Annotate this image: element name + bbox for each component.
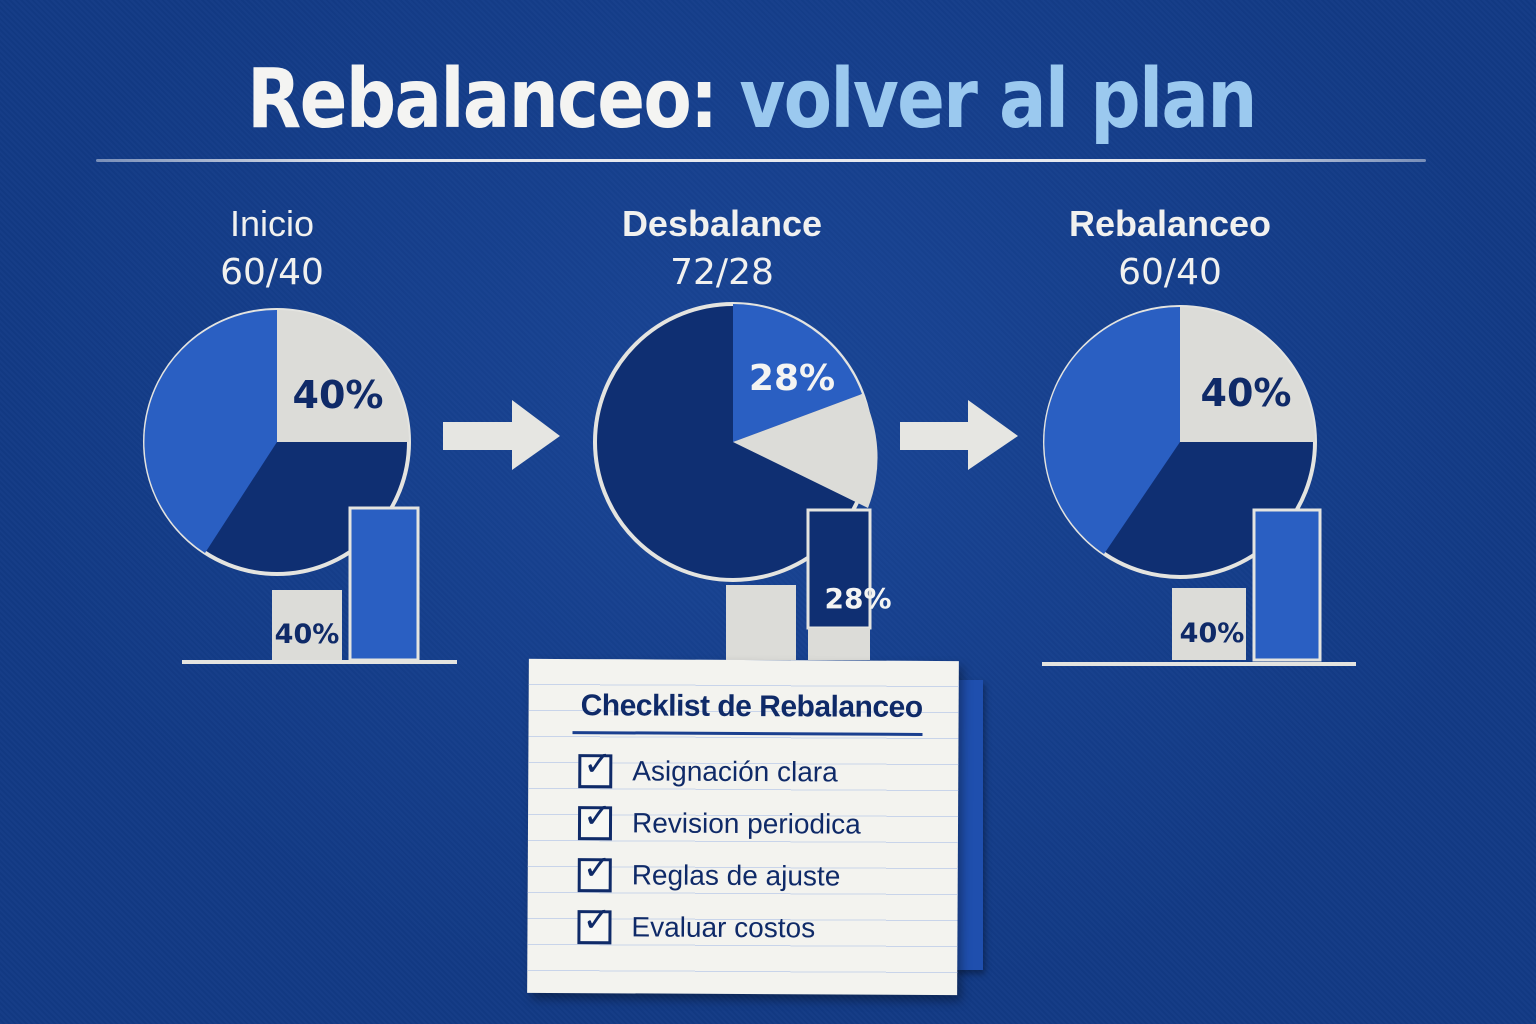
bar-value-label: 28%	[824, 582, 891, 615]
bars-inicio: 40%	[182, 506, 457, 664]
checklist-item: ✓ Revision periodica	[577, 796, 861, 844]
checkbox: ✓	[577, 900, 612, 945]
pie-slice-light	[733, 394, 878, 508]
checklist-title-underline	[572, 731, 923, 736]
stage-inicio-heading: Inicio 60/40	[92, 200, 452, 298]
checklist-tab	[955, 680, 983, 970]
stage-desbalance-heading: Desbalance 72/28	[542, 200, 902, 298]
stage-ratio: 72/28	[670, 252, 774, 293]
checkmark-icon: ✓	[583, 744, 612, 785]
pie-slice-blue	[144, 309, 277, 553]
bar-light	[1172, 588, 1246, 660]
pie-slice-light	[277, 310, 409, 442]
stage-label: Desbalance	[621, 203, 823, 244]
checklist-item-label: Asignación clara	[632, 755, 838, 788]
pie-slice-blue	[1044, 306, 1180, 554]
checklist-item-label: Reglas de ajuste	[631, 859, 841, 892]
pie-value-label: 40%	[293, 373, 384, 417]
arrow-right-icon	[443, 400, 560, 470]
stage-ratio: 60/40	[220, 252, 324, 293]
checkmark-icon: ✓	[582, 848, 612, 889]
bar-dark	[806, 508, 872, 630]
pie-rebalanceo: 40%	[1043, 305, 1317, 579]
checklist-item-label: Evaluar costos	[631, 911, 816, 944]
checklist-item: ✓ Evaluar costos	[577, 900, 816, 948]
bar-value-label: 40%	[1180, 618, 1245, 649]
checklist-item-label: Revision periodica	[631, 807, 861, 840]
pie-inicio: 40%	[143, 308, 411, 576]
checklist-title: Checklist de Rebalanceo	[580, 689, 923, 724]
stage-label: Inicio	[229, 203, 315, 244]
checkbox: ✓	[577, 848, 612, 893]
bars-rebalanceo: 40%	[1042, 508, 1356, 666]
stage-ratio: 60/40	[1118, 252, 1222, 293]
checklist-item: ✓ Asignación clara	[578, 744, 838, 792]
checkbox: ✓	[577, 796, 613, 841]
bar-light-small	[808, 628, 870, 660]
stage-rebalanceo-heading: Rebalanceo 60/40	[990, 200, 1350, 298]
checkbox: ✓	[578, 744, 613, 789]
bar-light	[272, 590, 342, 660]
bars-desbalance: 28%	[726, 508, 892, 660]
bar-blue	[348, 506, 420, 662]
page-title: Rebalanceo: volver al plan	[106, 52, 1396, 147]
checklist-item: ✓ Reglas de ajuste	[577, 848, 841, 896]
pie-slice-blue	[733, 304, 862, 442]
arrow-right-icon	[900, 400, 1018, 470]
title-divider	[96, 159, 1426, 162]
bar-value-label: 40%	[275, 619, 340, 650]
bar-light	[726, 585, 796, 660]
checklist-card: Checklist de Rebalanceo ✓ Asignación cla…	[527, 658, 959, 996]
pie-value-label: 40%	[1201, 371, 1292, 415]
pie-slice-light	[1180, 307, 1315, 442]
pie-value-label: 28%	[749, 358, 835, 399]
title-main: Rebalanceo:	[247, 52, 718, 147]
bar-blue	[1252, 508, 1322, 662]
title-accent: volver al plan	[739, 52, 1257, 147]
stage-label: Rebalanceo	[1068, 203, 1272, 244]
pie-desbalance: 28%	[593, 302, 878, 582]
checkmark-icon: ✓	[582, 796, 612, 837]
checkmark-icon: ✓	[582, 900, 612, 941]
